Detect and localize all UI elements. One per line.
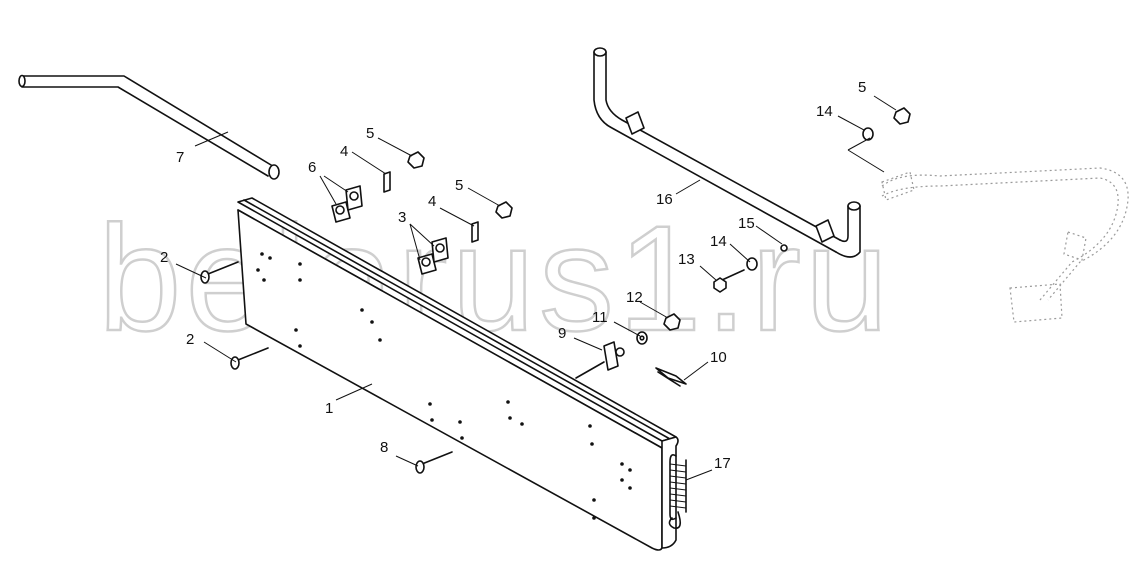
callout-10: 10 bbox=[710, 349, 727, 366]
callout-5-b: 5 bbox=[455, 177, 463, 194]
callout-16: 16 bbox=[656, 191, 673, 208]
callout-13: 13 bbox=[678, 251, 695, 268]
part-4-plate-upper bbox=[383, 171, 391, 193]
callout-labels: 1 2 2 3 4 4 5 5 5 6 7 8 9 10 11 12 13 14… bbox=[160, 79, 866, 472]
callout-5-c: 5 bbox=[858, 79, 866, 96]
part-16-handrail bbox=[593, 47, 861, 258]
part-14-washer-lower bbox=[746, 257, 758, 271]
part-17-spring bbox=[668, 454, 687, 529]
callout-12: 12 bbox=[626, 289, 643, 306]
part-11-washer bbox=[636, 331, 648, 345]
part-15-spacer bbox=[780, 244, 788, 252]
callout-8: 8 bbox=[380, 439, 388, 456]
leader-lines bbox=[175, 95, 897, 481]
part-5-nut-a bbox=[407, 151, 425, 169]
part-4-plate-lower bbox=[471, 221, 479, 243]
callout-4-upper: 4 bbox=[340, 143, 348, 160]
callout-5-a: 5 bbox=[366, 125, 374, 142]
callout-2-upper: 2 bbox=[160, 249, 168, 266]
callout-14-upper: 14 bbox=[816, 103, 833, 120]
callout-14-lower: 14 bbox=[710, 233, 727, 250]
callout-4-lower: 4 bbox=[428, 193, 436, 210]
callout-15: 15 bbox=[738, 215, 755, 232]
callout-3: 3 bbox=[398, 209, 406, 226]
part-14-washer-upper bbox=[862, 127, 874, 141]
reference-hose-dotted bbox=[881, 167, 1129, 323]
callout-7: 7 bbox=[176, 149, 184, 166]
part-10-pad bbox=[655, 367, 687, 387]
callout-9: 9 bbox=[558, 325, 566, 342]
callout-11: 11 bbox=[592, 309, 608, 326]
callout-6: 6 bbox=[308, 159, 316, 176]
part-5-nut-c bbox=[893, 107, 911, 125]
callout-17: 17 bbox=[714, 455, 731, 472]
callout-2-lower: 2 bbox=[186, 331, 194, 348]
part-1-main-panel bbox=[237, 197, 679, 551]
part-6-clamp bbox=[331, 185, 363, 223]
part-13-bolt bbox=[713, 269, 745, 293]
part-8-bolt bbox=[415, 451, 453, 474]
part-7-handrail-tube bbox=[18, 74, 280, 180]
part-9-bracket bbox=[575, 341, 625, 379]
part-3-clamp bbox=[417, 237, 449, 275]
callout-1: 1 bbox=[325, 400, 333, 417]
